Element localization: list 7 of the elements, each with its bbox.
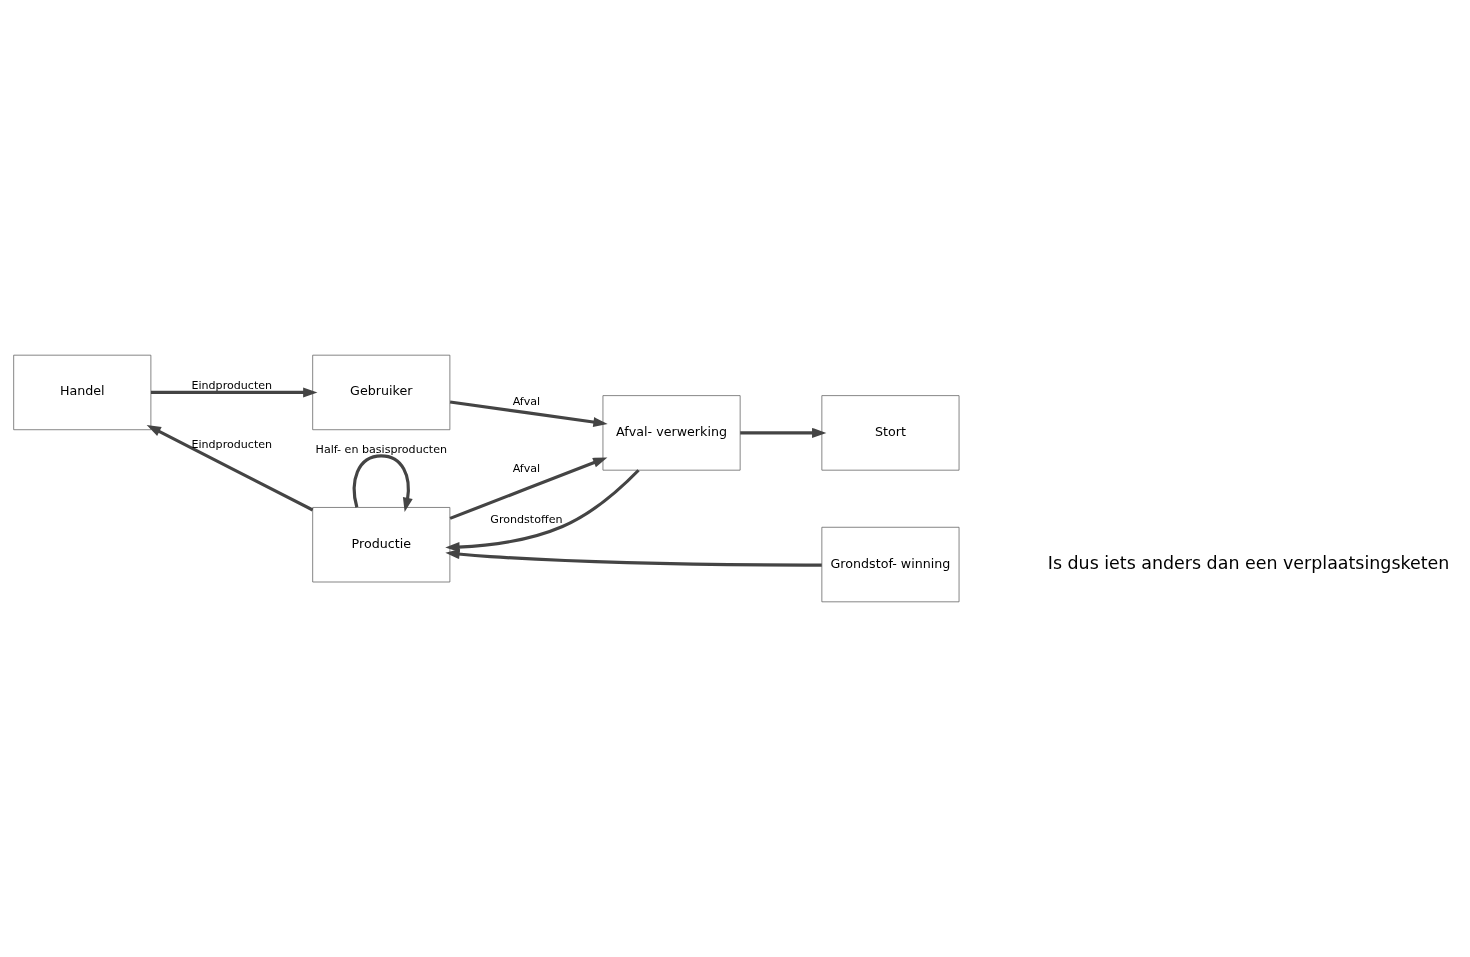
edge-label: Half- en basisproducten (315, 442, 447, 456)
edge-label: Afval (512, 395, 541, 409)
edge-label: Eindproducten (191, 438, 273, 452)
edge-label: Eindproducten (191, 379, 273, 393)
edge-label: Grondstoffen (490, 513, 563, 527)
edge-label: Afval (512, 461, 541, 475)
label: Is dus iets anders dan een verplaatsingsketen (1047, 552, 1450, 573)
